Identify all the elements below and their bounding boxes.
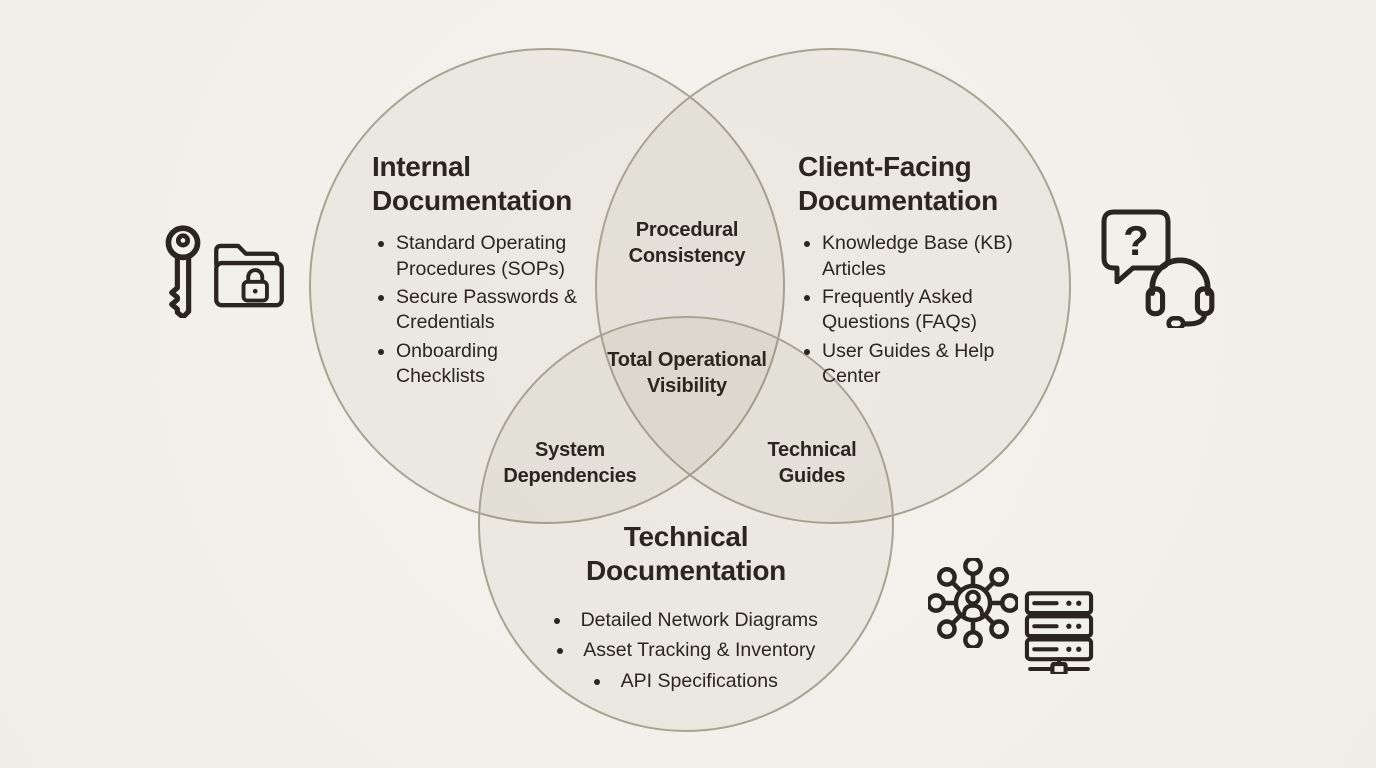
key-icon	[165, 225, 201, 318]
client-circle	[595, 48, 1071, 524]
internal-list: Standard Operating Procedures (SOPs) Sec…	[372, 231, 584, 389]
list-item: API Specifications	[486, 669, 886, 693]
overlap-internal-technical: System Dependencies	[503, 439, 637, 487]
internal-title: Internal Documentation	[372, 151, 572, 217]
list-item: Detailed Network Diagrams	[486, 608, 886, 632]
client-list: Knowledge Base (KB) Articles Frequently …	[798, 231, 1022, 389]
question-bubble-icon: ?	[1101, 209, 1171, 284]
technical-title: Technical Documentation	[586, 521, 786, 587]
client-section: Client-Facing Documentation Knowledge Ba…	[798, 150, 1022, 392]
list-item: Frequently Asked Questions (FAQs)	[822, 285, 1022, 336]
client-title: Client-Facing Documentation	[798, 151, 998, 217]
list-item: Standard Operating Procedures (SOPs)	[396, 231, 584, 282]
technical-circle	[478, 316, 894, 732]
list-item: Secure Passwords & Credentials	[396, 285, 584, 336]
overlap-center: Total Operational Visibility	[607, 349, 767, 397]
overlap-client-technical: Technical Guides	[767, 439, 857, 487]
list-item: User Guides & Help Center	[822, 339, 1022, 390]
internal-section: Internal Documentation Standard Operatin…	[372, 150, 584, 392]
headset-icon	[1145, 257, 1215, 328]
list-item: Asset Tracking & Inventory	[486, 638, 886, 662]
network-people-icon	[928, 558, 1018, 648]
internal-circle	[309, 48, 785, 524]
server-rack-icon	[1024, 591, 1094, 674]
list-item: Onboarding Checklists	[396, 339, 584, 390]
technical-list: Detailed Network Diagrams Asset Tracking…	[486, 608, 886, 693]
technical-list-wrap: Detailed Network Diagrams Asset Tracking…	[486, 597, 886, 699]
technical-section: Technical Documentation	[536, 520, 836, 588]
overlap-internal-client: Procedural Consistency	[628, 219, 746, 267]
list-item: Knowledge Base (KB) Articles	[822, 231, 1022, 282]
question-glyph: ?	[1123, 217, 1149, 264]
locked-folder-icon	[214, 243, 284, 308]
